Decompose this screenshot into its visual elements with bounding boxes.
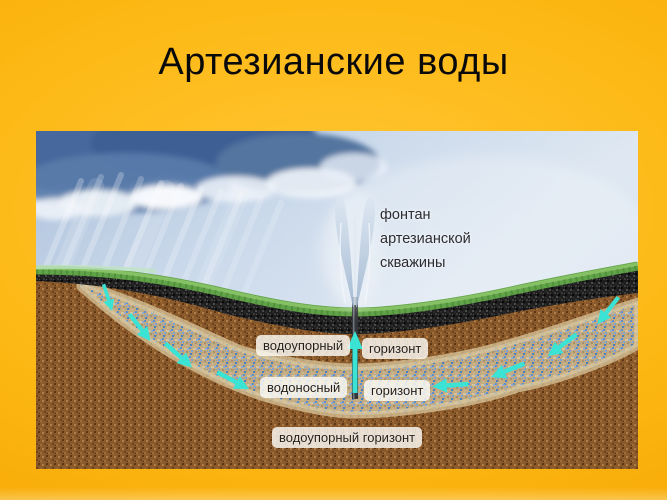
- aquifer-layer: [76, 279, 638, 419]
- fountain-caption-line: фонтан: [380, 207, 431, 223]
- diagram-scene: [36, 131, 638, 469]
- lower-aquiclude-label: водоупорный горизонт: [272, 427, 423, 448]
- aquifer-label-left: водоносный: [260, 377, 348, 398]
- topsoil-layer: [36, 269, 638, 334]
- well-up-arrow-icon: [347, 331, 363, 393]
- upper-aquiclude-label-left: водоупорный: [256, 335, 351, 356]
- fountain-caption-line: артезианской: [380, 231, 471, 247]
- artesian-well-diagram: фонтан артезианской скважины водоупорный…: [36, 131, 638, 469]
- slide-title: Артезианские воды: [158, 41, 509, 83]
- slide-bottom-highlight: [0, 487, 667, 500]
- fountain-caption-line: скважины: [380, 255, 446, 271]
- fountain-spray: [329, 187, 381, 311]
- storm-cloud-icon: [36, 131, 388, 220]
- upper-aquiclude-label-right: горизонт: [362, 338, 429, 359]
- flow-arrows: [96, 280, 624, 396]
- aquifer-label-right: горизонт: [364, 380, 431, 401]
- fountain-caption: фонтан артезианской скважины: [380, 203, 471, 275]
